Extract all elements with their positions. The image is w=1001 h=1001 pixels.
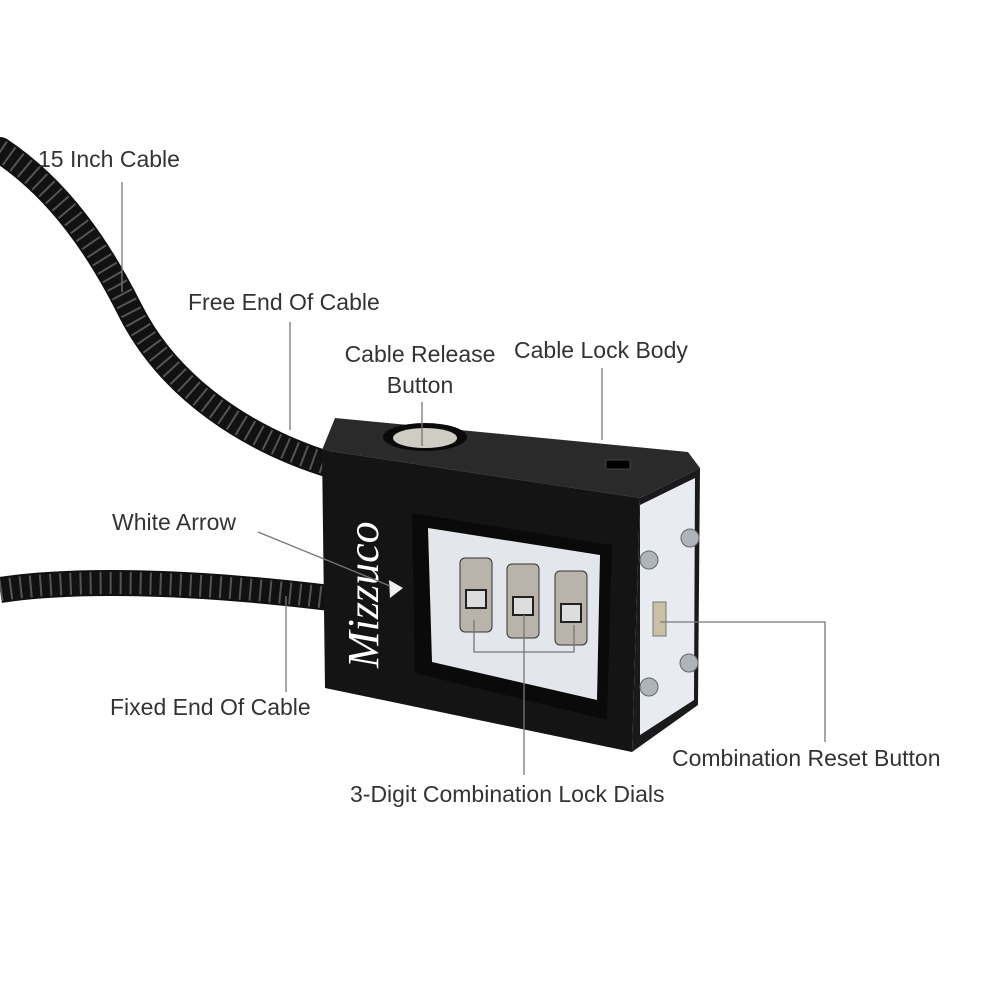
side-panel xyxy=(640,478,695,735)
brand-logo: Mizzuco xyxy=(339,521,388,669)
screw xyxy=(639,677,659,697)
label-line: Cable Release xyxy=(344,341,496,367)
label-free-end-of-cable: Free End Of Cable xyxy=(188,289,380,315)
screw xyxy=(639,550,659,570)
screw xyxy=(679,653,699,673)
label-combination-dials: 3-Digit Combination Lock Dials xyxy=(350,781,665,807)
reset-button xyxy=(652,601,667,637)
label-combination-reset-button: Combination Reset Button xyxy=(672,745,941,771)
cable-slot xyxy=(605,459,631,470)
label-cable-release-button: Cable Release Button xyxy=(330,339,510,401)
label-15-inch-cable: 15 Inch Cable xyxy=(38,146,180,172)
screw xyxy=(680,528,700,548)
white-arrow-icon xyxy=(389,580,403,598)
label-white-arrow: White Arrow xyxy=(112,509,236,535)
label-cable-lock-body: Cable Lock Body xyxy=(514,337,688,363)
label-line: Button xyxy=(386,372,454,398)
lower-cable xyxy=(0,570,332,611)
upper-cable-ridges xyxy=(0,140,334,476)
leader-lines xyxy=(121,182,826,775)
label-fixed-end-of-cable: Fixed End Of Cable xyxy=(110,694,311,720)
